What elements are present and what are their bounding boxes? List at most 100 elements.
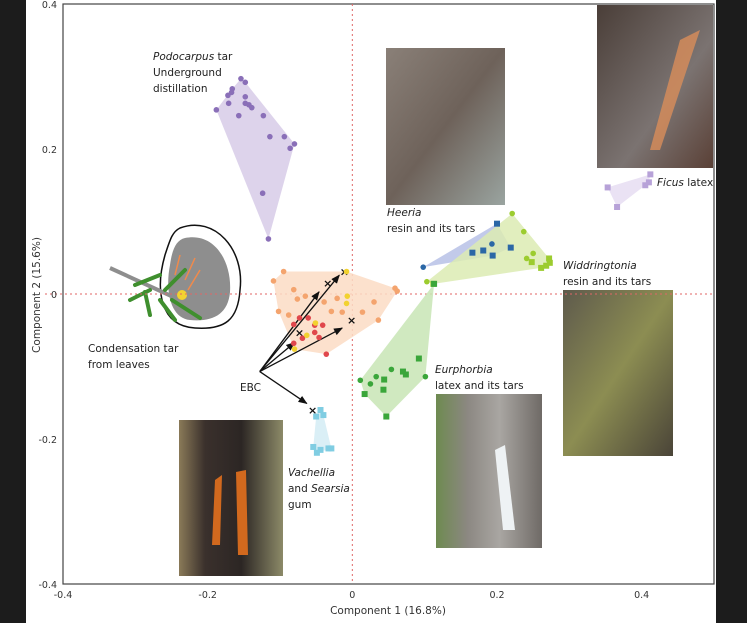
condensation-hull (273, 271, 398, 355)
y-axis-label: Component 2 (15.6%) (31, 237, 43, 353)
x-axis-label: Component 1 (16.8%) (330, 605, 446, 617)
podocarpus-point (267, 133, 273, 140)
widdringtonia-hull (426, 213, 550, 284)
ficus-square-point (604, 184, 611, 191)
vachellia-square-point (328, 445, 335, 452)
vachellia-square-point (317, 446, 324, 453)
euphorbia-square-point (361, 391, 368, 398)
heeria-square-point (480, 247, 487, 254)
podocarpus-label-line3: distillation (153, 83, 207, 95)
vachellia-square-point (310, 443, 317, 450)
heeria-square-point (494, 220, 500, 227)
vachellia-square-point (313, 449, 320, 456)
leaf-condensation-drawing-icon (109, 224, 242, 329)
widdringtonia-point (520, 228, 527, 235)
x-tick-label: 0.2 (489, 590, 504, 601)
x-tick-label: 0 (349, 590, 355, 601)
euphorbia-photo (436, 394, 542, 548)
ficus-hull (607, 174, 651, 207)
condensation-red-point (290, 340, 297, 347)
heeria-point (489, 241, 495, 247)
condensation-point (371, 299, 377, 305)
condensation-yellow-point (312, 320, 319, 326)
condensation-point (394, 288, 400, 294)
vachellia-square-point (317, 407, 324, 413)
ficus-label: Ficus latex (657, 177, 713, 189)
vachellia-label-line2: and Searsia (288, 483, 350, 495)
euphorbia-latex (495, 445, 515, 530)
ficus-latex-streak (650, 30, 700, 150)
euphorbia-square-point (381, 376, 388, 383)
condensation-point (290, 286, 297, 293)
condensation-point (302, 293, 309, 299)
ebc-vector-arrow (259, 371, 308, 405)
ebc-vector-arrow (259, 327, 344, 373)
ebc-x-marker: × (347, 314, 356, 327)
podocarpus-point (259, 190, 266, 197)
podocarpus-point (238, 75, 244, 82)
condensation-red-point (290, 321, 297, 328)
condensation-point (294, 296, 301, 302)
condensation-yellow-point (343, 268, 350, 275)
euphorbia-point (357, 377, 364, 384)
vachellia-hull (313, 410, 332, 453)
heeria-point (420, 264, 427, 270)
vachellia-label-line3: gum (288, 499, 312, 511)
vachellia-label: Vachellia (288, 467, 335, 479)
widdringtonia-square-point (528, 259, 535, 266)
condensation-red-point (311, 329, 318, 336)
podocarpus-label: Podocarpus tar (153, 51, 233, 63)
ficus-square-point (614, 204, 621, 210)
condensation-point (334, 295, 340, 302)
widdringtonia-label: Widdringtonia (563, 260, 637, 272)
widdringtonia-point (530, 250, 536, 257)
ficus-square-point (647, 171, 654, 178)
podocarpus-point (260, 112, 267, 119)
widdringtonia-square-point (538, 264, 545, 271)
euphorbia-point (367, 381, 374, 387)
heeria-label: Heeria (387, 207, 421, 219)
condensation-point (285, 312, 292, 318)
euphorbia-square-point (380, 386, 387, 393)
y-tick-label: 0.2 (42, 145, 57, 156)
ebc-vector-arrow (259, 291, 320, 372)
heeria-square-point (469, 249, 476, 256)
condensation-yellow-point (291, 346, 298, 352)
vachellia-gum (212, 470, 248, 555)
euphorbia-hull (360, 283, 435, 417)
condensation-yellow-point (303, 332, 310, 339)
condensation-red-point (299, 335, 306, 342)
ebc-vector-arrow (259, 341, 296, 373)
condensation-point (375, 317, 382, 323)
condensation-point (270, 278, 277, 284)
ebc-label: EBC (240, 382, 261, 394)
x-tick-label: -0.2 (198, 590, 217, 601)
podocarpus-point (242, 79, 249, 86)
podocarpus-point (225, 100, 232, 107)
vachellia-photo (179, 420, 283, 576)
podocarpus-point (213, 107, 220, 113)
ebc-x-marker: × (323, 277, 332, 290)
podocarpus-point (235, 112, 242, 119)
heeria-photo (386, 48, 505, 205)
podocarpus-point (228, 89, 235, 96)
y-tick-label: 0 (51, 290, 57, 301)
euphorbia-square-point (415, 355, 422, 362)
widdringtonia-point (424, 278, 430, 285)
widdringtonia-point (509, 210, 515, 217)
podocarpus-point (242, 94, 249, 100)
condensation-point (280, 268, 287, 275)
condensation-point (328, 308, 335, 315)
condensation-yellow-point (344, 293, 351, 299)
condensation-point (275, 308, 282, 315)
plot-frame (62, 3, 715, 585)
condensation-point (359, 309, 366, 315)
widdringtonia-photo (563, 290, 673, 456)
condensation-point (321, 299, 327, 305)
podocarpus-point (281, 133, 288, 140)
ebc-x-marker: × (308, 404, 317, 417)
condensation-yellow-point (343, 300, 350, 307)
x-tick-label: 0.4 (634, 590, 649, 601)
widdringtonia-point (523, 255, 530, 262)
podocarpus-label-line2: Underground (153, 67, 222, 79)
